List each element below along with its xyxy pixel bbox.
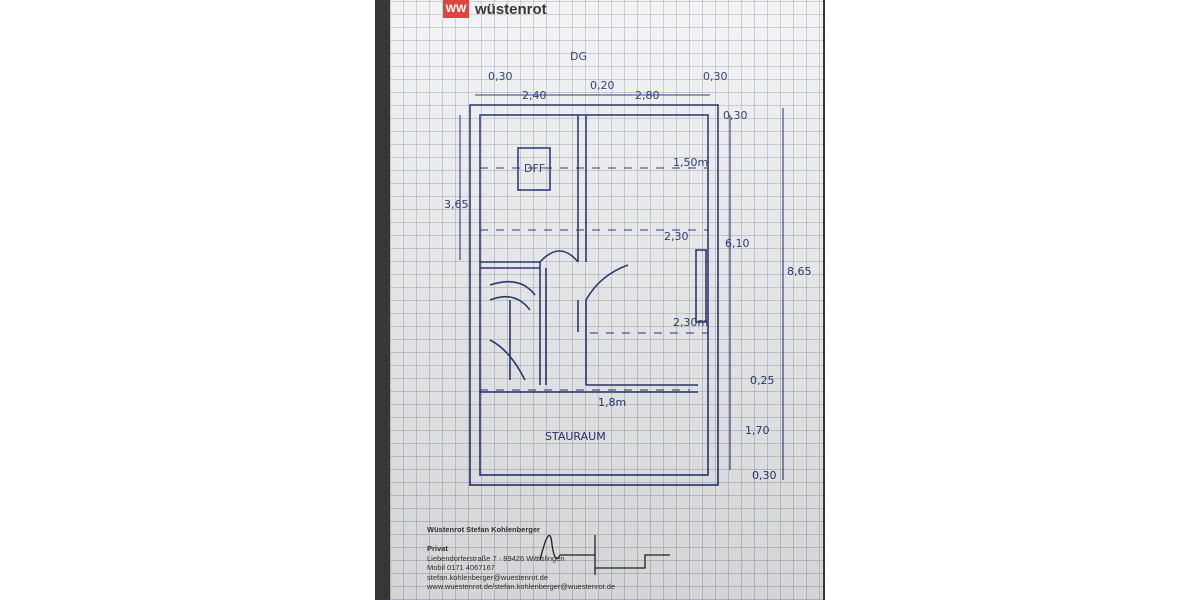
dim-top-right-wall: 0,30 bbox=[703, 70, 728, 83]
footer-web: www.wuestenrot.de/stefan.kohlenberger@wu… bbox=[427, 582, 616, 591]
dim-left-height: 3,65 bbox=[444, 198, 469, 211]
footer-section: Privat bbox=[427, 544, 448, 553]
footer-email: stefan.kohlenberger@wuestenrot.de bbox=[427, 572, 549, 582]
dim-right-height: 6,10 bbox=[725, 237, 750, 250]
dim-wall-mid: 0,25 bbox=[750, 374, 775, 387]
photo: WW wüstenrot bbox=[375, 0, 825, 600]
storage-room-label: STAURAUM bbox=[545, 430, 606, 443]
floor-label: DG bbox=[570, 50, 587, 63]
graph-paper: WW wüstenrot bbox=[390, 0, 823, 600]
dim-line-1: 1,50m bbox=[673, 156, 708, 169]
window-label: DFF bbox=[524, 162, 545, 175]
logo-mark: WW bbox=[443, 0, 469, 18]
dimension-lines bbox=[459, 94, 784, 480]
wall-window bbox=[695, 249, 707, 323]
floor-plan-sketch: DG 0,30 2,40 0,20 2,80 0,30 0,30 3,65 6,… bbox=[444, 50, 812, 575]
stair bbox=[489, 280, 536, 381]
logo-wordmark: wüstenrot bbox=[475, 0, 547, 18]
roof-window bbox=[517, 147, 551, 191]
dim-storage-height: 1,70 bbox=[745, 424, 770, 437]
dim-line-2: 2,30 bbox=[664, 230, 689, 243]
dim-line-3: 2,30m bbox=[673, 316, 708, 329]
footer-address: Liebendorferstraße 7 · 89426 Wittislinge… bbox=[427, 553, 565, 563]
dim-storage-line: 1,8m bbox=[598, 396, 626, 409]
walls bbox=[469, 104, 719, 486]
dim-left-room: 2,40 bbox=[522, 89, 547, 102]
footer-mobile: Mobil 0171 4067167 bbox=[427, 563, 495, 572]
signature bbox=[539, 534, 670, 575]
footer-name: Wüstenrot Stefan Kohlenberger bbox=[427, 525, 540, 534]
dashed-lines bbox=[480, 167, 708, 391]
door-swing bbox=[539, 250, 579, 263]
dim-middle-wall: 0,20 bbox=[590, 79, 615, 92]
dim-total-height: 8,65 bbox=[787, 265, 812, 278]
dim-top-left-wall: 0,30 bbox=[488, 70, 513, 83]
dim-bottom-wall: 0,30 bbox=[752, 469, 777, 482]
dim-right-top-wall: 0,30 bbox=[723, 109, 748, 122]
footer-contact: Wüstenrot Stefan Kohlenberger Privat Lie… bbox=[427, 525, 615, 592]
wuestenrot-logo: WW wüstenrot bbox=[443, 0, 547, 18]
dim-right-room: 2,80 bbox=[635, 89, 660, 102]
